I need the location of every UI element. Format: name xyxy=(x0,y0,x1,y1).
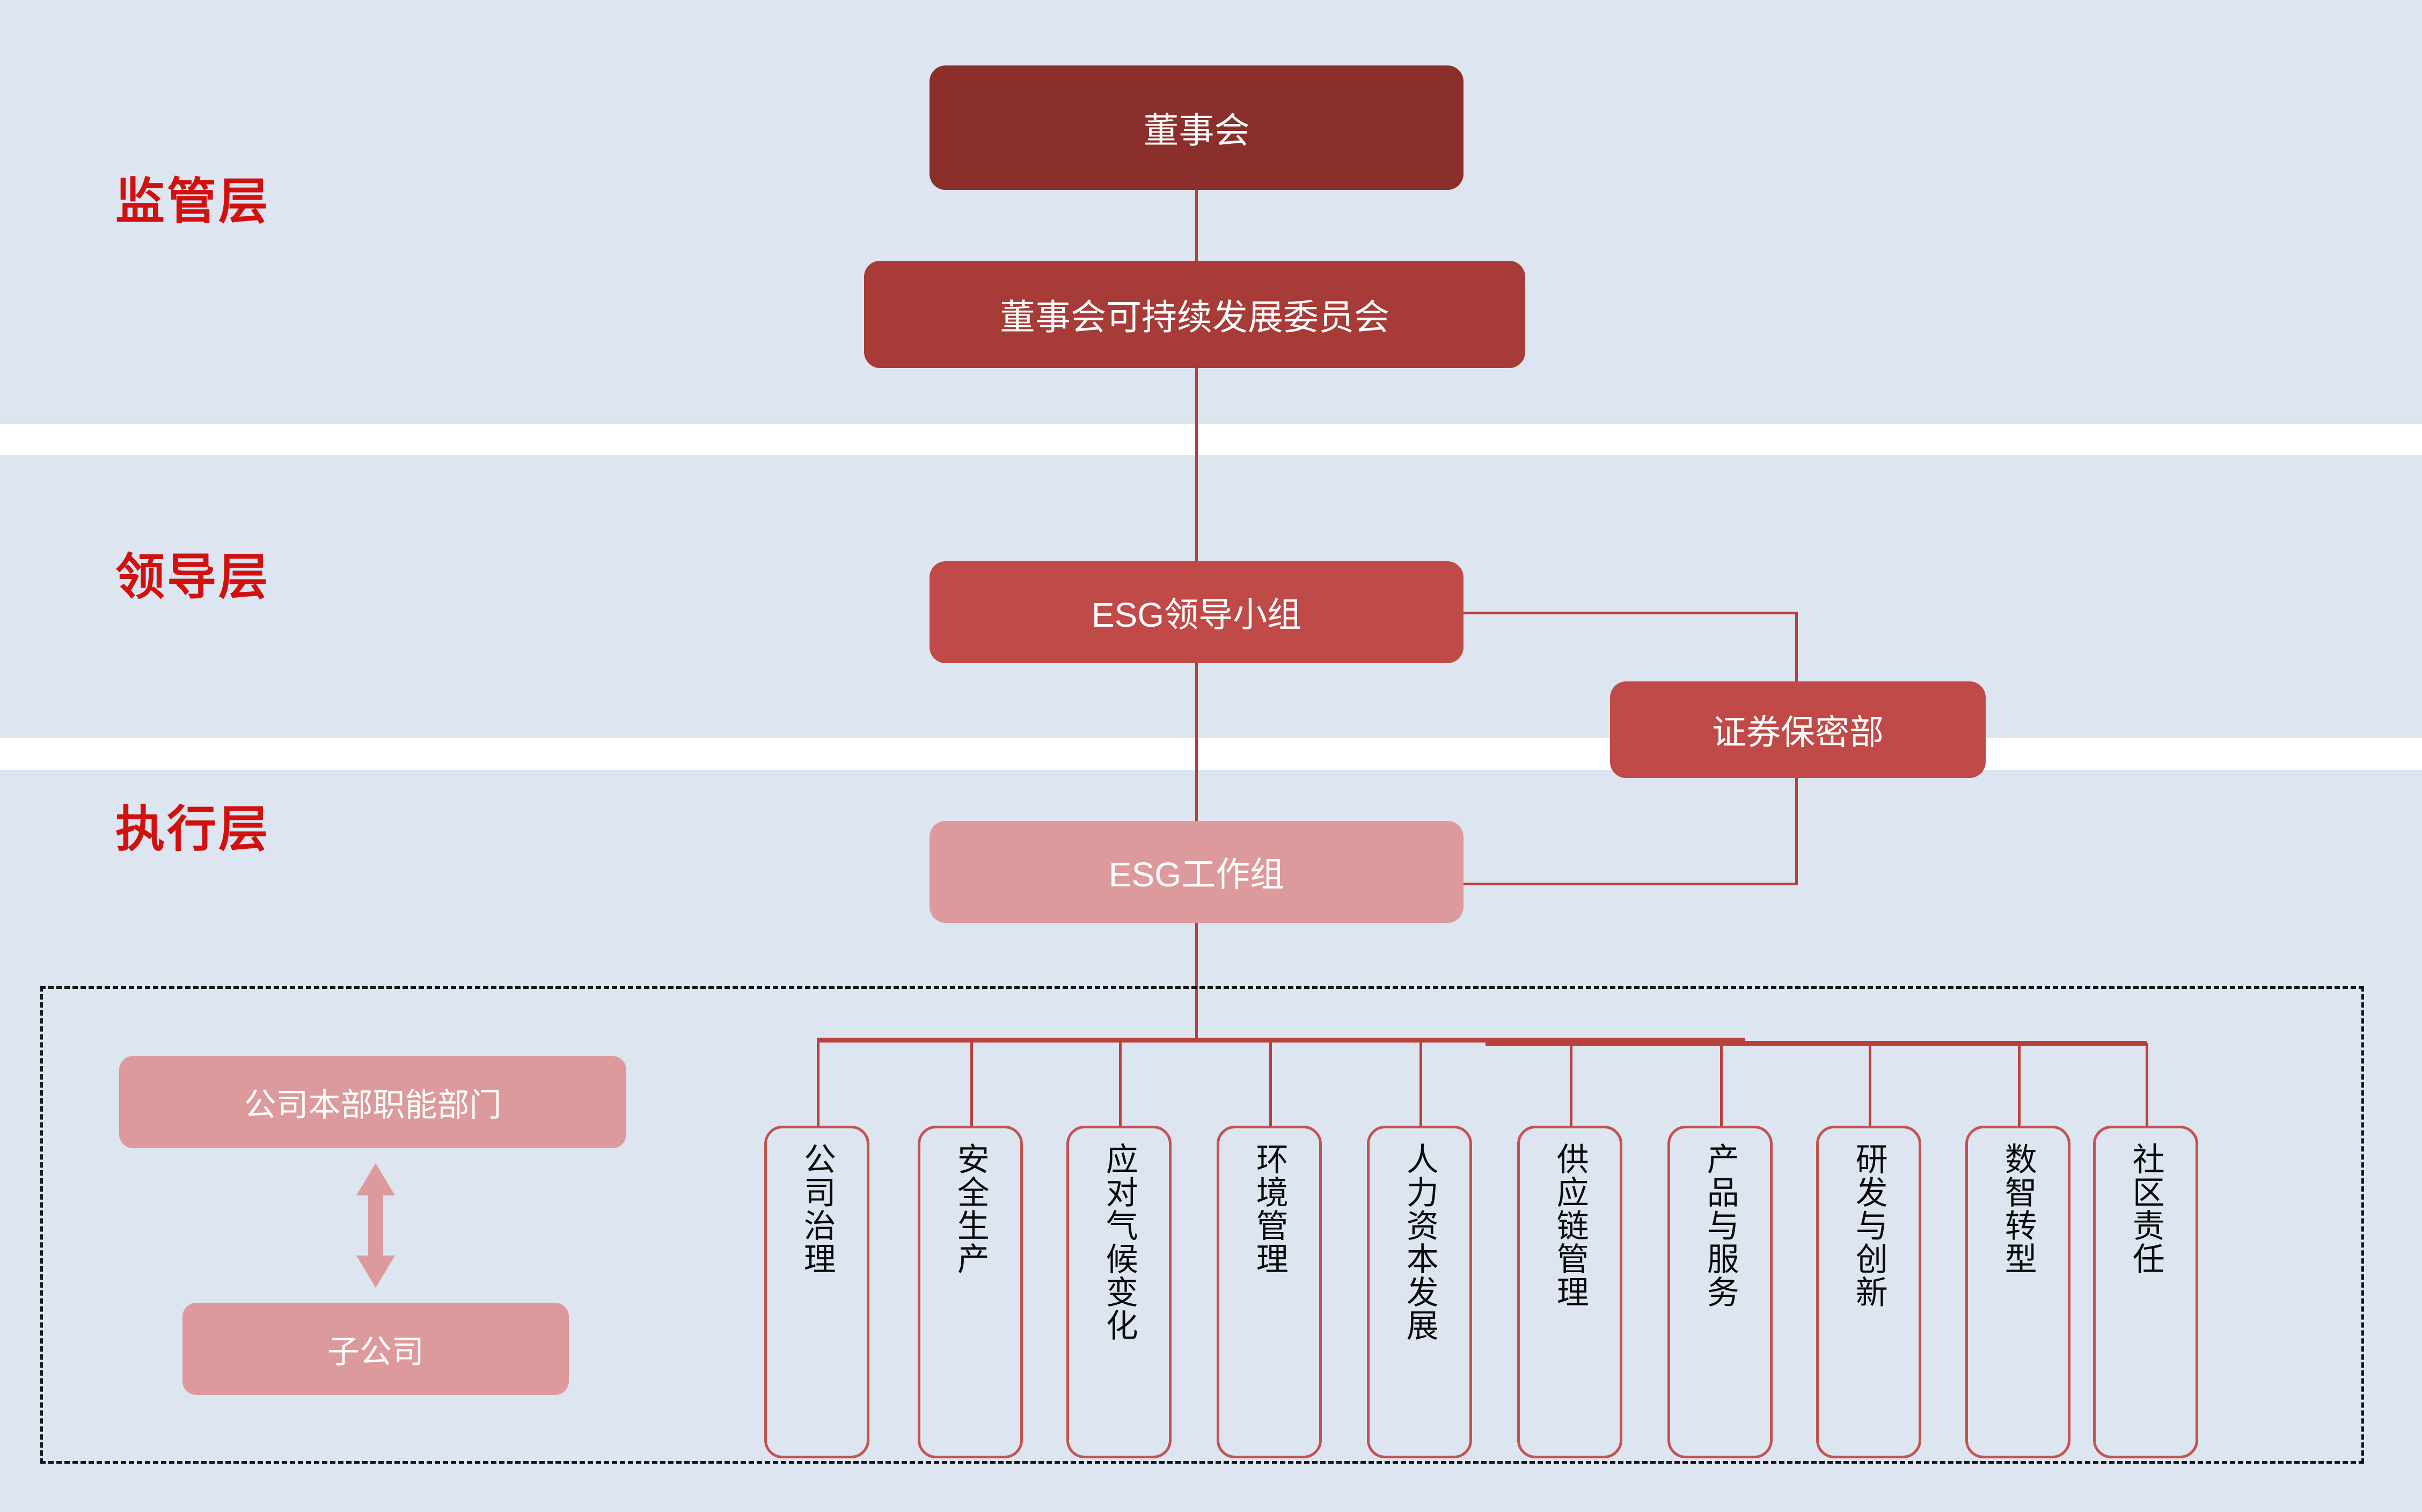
node-hq-dept-label: 公司本部职能部门 xyxy=(244,1087,502,1123)
node-esg-leading-group[interactable]: ESG领导小组 xyxy=(930,561,1464,663)
node-board-of-directors[interactable]: 董事会 xyxy=(930,65,1464,190)
node-esg-leading-label: ESG领导小组 xyxy=(1091,596,1302,634)
workstream-label-6: 供应链管理 xyxy=(1552,1142,1589,1309)
connector-leading-to-working-group xyxy=(1195,662,1198,823)
connector-leading-group-right-stub xyxy=(1464,612,1798,614)
node-esg-working-group[interactable]: ESG工作组 xyxy=(930,821,1464,923)
workstream-card-2[interactable]: 安全生产 xyxy=(918,1126,1023,1458)
connector-drop-9 xyxy=(2018,1043,2021,1126)
workstream-card-3[interactable]: 应对气候变化 xyxy=(1066,1126,1172,1458)
node-securities-confidentiality-dept[interactable]: 证券保密部 xyxy=(1610,681,1986,778)
connector-workstream-bus-right xyxy=(1486,1041,2147,1046)
workstream-label-9: 数智转型 xyxy=(2000,1142,2037,1275)
connector-workstream-bus-left xyxy=(817,1038,1745,1043)
connector-committee-to-leading-group xyxy=(1195,367,1198,563)
workstream-label-7: 产品与服务 xyxy=(1702,1142,1739,1309)
connector-working-group-down xyxy=(1195,922,1198,1041)
workstream-label-2: 安全生产 xyxy=(953,1142,989,1275)
node-esg-working-label: ESG工作组 xyxy=(1108,855,1285,894)
connector-drop-6 xyxy=(1570,1043,1572,1126)
connector-drop-1 xyxy=(817,1040,819,1126)
connector-board-to-committee xyxy=(1195,189,1198,264)
connector-drop-8 xyxy=(1869,1043,1871,1126)
connector-securities-down xyxy=(1795,775,1798,885)
layer-label-leadership: 领导层 xyxy=(115,550,270,605)
node-sustainability-committee[interactable]: 董事会可持续发展委员会 xyxy=(864,261,1525,368)
workstream-card-1[interactable]: 公司治理 xyxy=(764,1126,869,1458)
workstream-card-10[interactable]: 社区责任 xyxy=(2093,1126,2198,1458)
workstream-label-3: 应对气候变化 xyxy=(1101,1142,1138,1342)
workstream-label-8: 研发与创新 xyxy=(1851,1142,1887,1309)
workstream-card-6[interactable]: 供应链管理 xyxy=(1517,1126,1622,1458)
node-subsidiary-label: 子公司 xyxy=(327,1333,424,1370)
workstream-label-5: 人力资本发展 xyxy=(1402,1142,1438,1342)
workstream-card-7[interactable]: 产品与服务 xyxy=(1667,1126,1773,1458)
node-securities-label: 证券保密部 xyxy=(1712,713,1884,752)
node-committee-label: 董事会可持续发展委员会 xyxy=(1000,297,1389,337)
workstream-card-4[interactable]: 环境管理 xyxy=(1217,1126,1322,1458)
connector-drop-2 xyxy=(970,1040,973,1126)
bidirectional-arrow-icon xyxy=(356,1163,395,1288)
connector-drop-7 xyxy=(1720,1043,1723,1126)
connector-drop-4 xyxy=(1269,1040,1272,1126)
workstream-label-10: 社区责任 xyxy=(2128,1142,2164,1275)
workstream-card-5[interactable]: 人力资本发展 xyxy=(1367,1126,1472,1458)
node-board-label: 董事会 xyxy=(1143,111,1250,150)
connector-drop-3 xyxy=(1119,1040,1122,1126)
connector-drop-10 xyxy=(2146,1043,2148,1126)
layer-label-execution: 执行层 xyxy=(115,802,270,857)
connector-drop-5 xyxy=(1419,1040,1422,1126)
workstream-label-1: 公司治理 xyxy=(799,1142,836,1275)
execution-zone-boundary xyxy=(40,986,2364,1464)
connector-securities-to-working-group xyxy=(1464,883,1798,885)
connector-stub-down-to-securities xyxy=(1795,612,1798,684)
node-headquarters-functional-dept[interactable]: 公司本部职能部门 xyxy=(119,1056,626,1148)
node-subsidiary[interactable]: 子公司 xyxy=(182,1303,569,1395)
workstream-label-4: 环境管理 xyxy=(1252,1142,1288,1275)
layer-label-regulatory: 监管层 xyxy=(115,174,270,229)
workstream-card-9[interactable]: 数智转型 xyxy=(1965,1126,2070,1458)
workstream-card-8[interactable]: 研发与创新 xyxy=(1816,1126,1921,1458)
